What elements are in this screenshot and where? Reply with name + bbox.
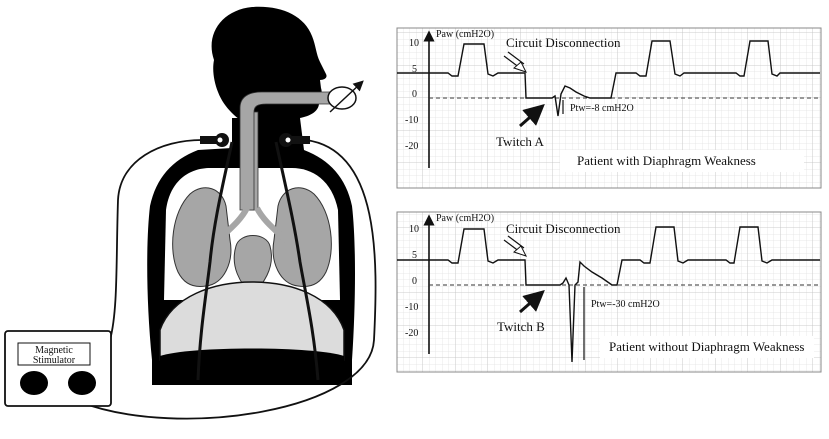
panel-a-tick-5: 5 [412, 64, 417, 75]
stimulator-box [4, 330, 112, 407]
panel-a-caption-box [560, 150, 804, 172]
phrenic-nerve-left [196, 141, 234, 381]
stimulator-label-line2: Stimulator [33, 355, 76, 366]
panel-b-disconnection-arrowhead [513, 245, 527, 257]
left-neck-coil [200, 133, 229, 147]
endotracheal-tube [239, 91, 333, 211]
panel-b-disconnection-label: Circuit Disconnection [506, 221, 621, 236]
panel-b-twitch-label: Twitch B [497, 319, 545, 334]
panel-a-twitch-arrow [519, 104, 545, 128]
phrenic-nerve-right [274, 141, 320, 381]
panel-a-axis-label: Paw (cmH2O) [436, 29, 494, 40]
panel-a-ptw-label: Ptw=-8 cmH2O [570, 103, 634, 114]
stimulator-label-box [17, 342, 91, 366]
stimulator-label-line1: Magnetic [35, 345, 73, 356]
panel-b-twitch-arrow [519, 290, 545, 314]
panel-b-caption: Patient without Diaphragm Weakness [609, 339, 804, 354]
pressure-panel-a: Paw (cmH2O) 10 5 0 -10 -20 Circuit Disco… [396, 27, 822, 189]
panel-a-twitch-label: Twitch A [496, 134, 544, 149]
stimulator-knob-left [20, 371, 48, 395]
panel-a-tick-0: 0 [412, 89, 417, 100]
panel-a-disconnection-label: Circuit Disconnection [506, 35, 621, 50]
flow-sensor-arrow [329, 80, 364, 113]
panel-b-tick-minus20: -20 [405, 328, 418, 339]
patient-illustration [71, 6, 377, 420]
panel-b-ptw-label: Ptw=-30 cmH2O [591, 299, 660, 310]
stimulator-cable-left [109, 139, 203, 341]
stimulator-knob-right [68, 371, 96, 395]
panel-b-tick-5: 5 [412, 250, 417, 261]
panel-b-caption-box [600, 336, 814, 358]
panel-b-axis-label: Paw (cmH2O) [436, 213, 494, 224]
panel-a-tick-10: 10 [409, 38, 419, 49]
abdomen-lower [160, 348, 344, 385]
heart [233, 235, 272, 295]
pressure-panel-b: Paw (cmH2O) 10 5 0 -10 -20 Circuit Disco… [396, 211, 822, 373]
panel-a-waveform [397, 40, 820, 117]
panel-b-waveform [397, 226, 820, 363]
panel-a-caption: Patient with Diaphragm Weakness [577, 153, 756, 168]
right-neck-coil [279, 133, 310, 147]
bronchi [211, 206, 293, 247]
flow-sensor [327, 86, 357, 110]
panel-a-tick-minus20: -20 [405, 141, 418, 152]
stimulator-cable-right [71, 139, 377, 420]
magnetic-stimulator: Magnetic Stimulator [4, 330, 112, 407]
panel-b-tick-0: 0 [412, 276, 417, 287]
panel-a-tick-minus10: -10 [405, 115, 418, 126]
panel-b-tick-10: 10 [409, 224, 419, 235]
panel-a-disconnection-arrowhead [513, 61, 527, 73]
panel-b-tick-minus10: -10 [405, 302, 418, 313]
